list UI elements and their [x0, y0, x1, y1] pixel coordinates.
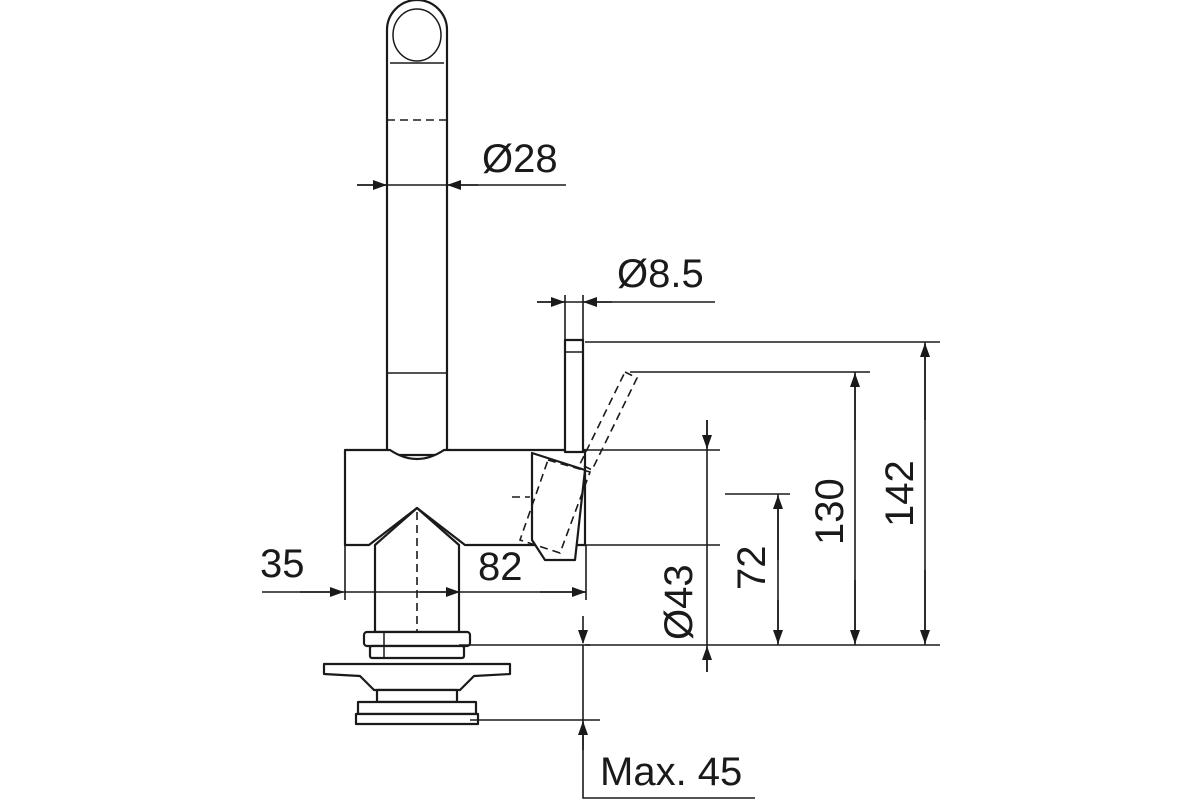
lower-nut: [368, 644, 466, 660]
dim-spout-diameter: Ø28: [357, 137, 566, 190]
label-body-length: 82: [478, 545, 523, 589]
spout-tip-outline: [392, 8, 442, 62]
bracket-shaft: [375, 688, 459, 704]
bottom-washer: [356, 700, 478, 716]
upper-nut: [362, 630, 472, 648]
dim-lever-diameter: Ø8.5: [537, 252, 715, 340]
lever-cartridge: [530, 451, 587, 562]
label-lever-tip-height: 130: [808, 478, 852, 545]
label-body-height: 72: [730, 546, 774, 591]
dim-body-height: 72: [730, 494, 783, 645]
dim-horizontal-body: 35 82: [260, 542, 587, 600]
lever-open-position: [512, 370, 639, 554]
dim-lever-tip-height: 130: [808, 372, 860, 645]
label-body-diameter: Ø43: [657, 564, 701, 640]
label-body-offset: 35: [260, 542, 305, 586]
dim-total-height: 142: [878, 342, 930, 645]
label-lever-diameter: Ø8.5: [617, 252, 704, 296]
label-total-height: 142: [878, 460, 922, 527]
bottom-plate: [354, 712, 480, 726]
dim-max-thickness: Max. 45: [459, 616, 755, 799]
label-spout-diameter: Ø28: [482, 137, 558, 181]
dim-body-diameter: Ø43: [657, 420, 712, 672]
mounting-bracket: [322, 662, 512, 692]
label-max-thickness: Max. 45: [600, 750, 742, 794]
lever-stem: [563, 338, 585, 454]
faucet-body: [322, 0, 639, 726]
spout-column: [385, 0, 449, 457]
extension-lines: [585, 341, 940, 646]
